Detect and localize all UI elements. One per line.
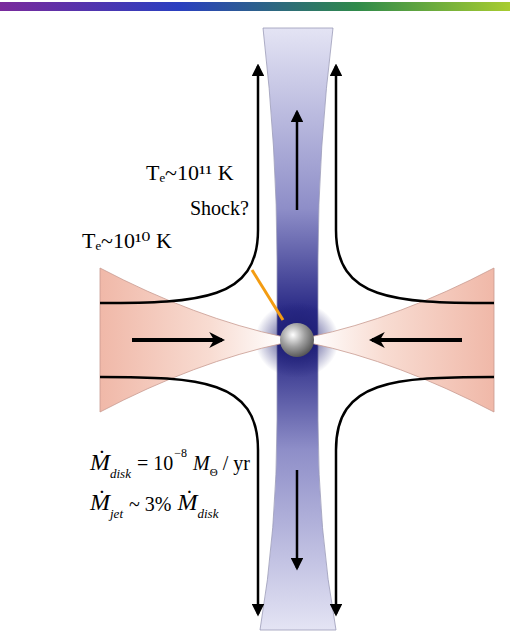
flow-line [100, 377, 258, 614]
math-symbol: M [193, 453, 210, 473]
flow-lines [100, 66, 494, 614]
temperature-label: Tₑ~10¹¹ K [146, 162, 234, 184]
jet-arrow [296, 470, 299, 568]
shock-label: Shock? [190, 198, 249, 218]
accretion-disk-left [100, 268, 284, 412]
inflow-arrow [132, 338, 222, 342]
math-symbol: Ṁ [177, 490, 197, 514]
jet-arrow [296, 112, 299, 210]
inflow-arrow [372, 338, 462, 342]
subscript: disk [110, 467, 131, 480]
math-text: = 10 [137, 453, 173, 473]
math-text: / yr [223, 453, 250, 473]
math-symbol: Ṁ [90, 450, 110, 474]
subscript: jet [110, 507, 123, 520]
superscript: −8 [174, 447, 187, 459]
math-text: ~ 3% [129, 494, 171, 514]
math-symbol: Ṁ [90, 490, 110, 514]
temperature-label: Tₑ~10¹⁰ K [82, 230, 172, 252]
flow-line [100, 66, 258, 303]
central-object [280, 323, 314, 357]
subscript: Θ [210, 467, 218, 478]
subscript: disk [197, 507, 218, 520]
shock-leader [252, 270, 283, 320]
header-bar [0, 2, 510, 11]
flow-line [336, 377, 494, 614]
accretion-disk-right [310, 268, 494, 412]
flow-line [336, 66, 494, 303]
